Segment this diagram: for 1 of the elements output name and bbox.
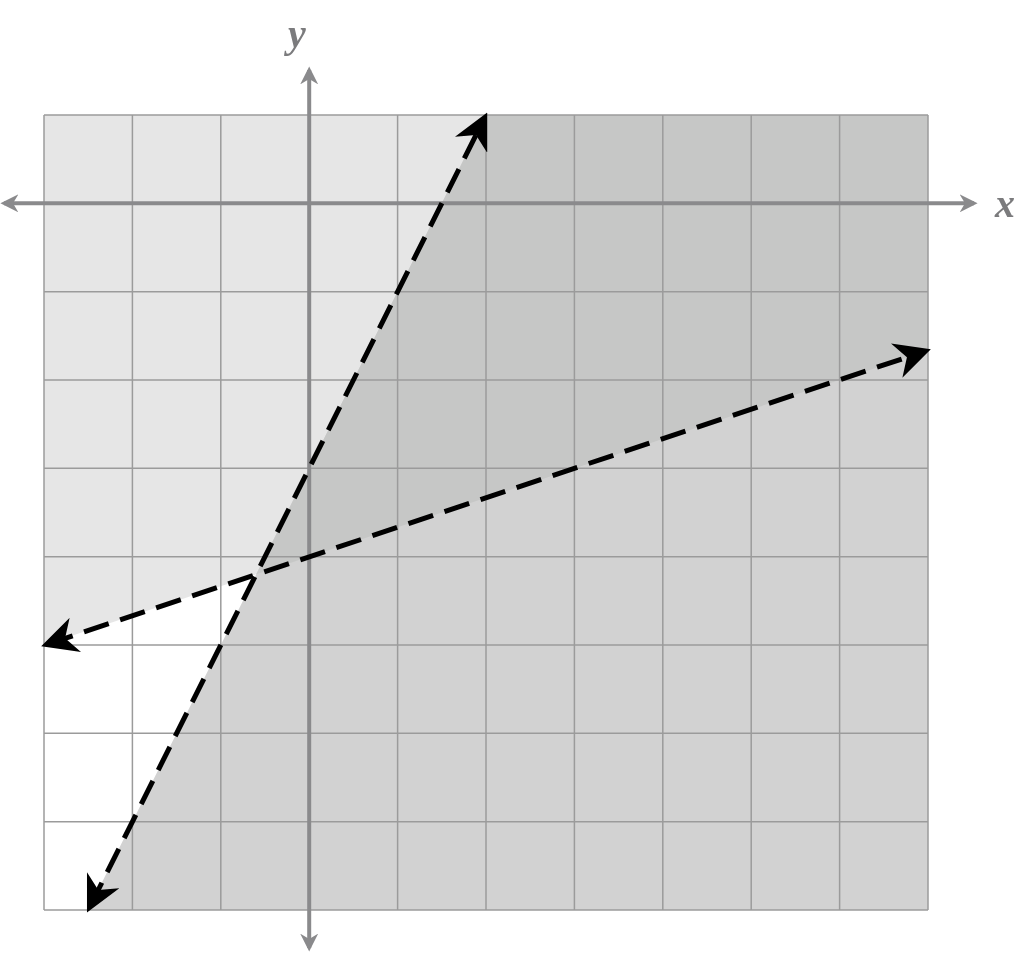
axis-label: x — [995, 184, 1015, 224]
